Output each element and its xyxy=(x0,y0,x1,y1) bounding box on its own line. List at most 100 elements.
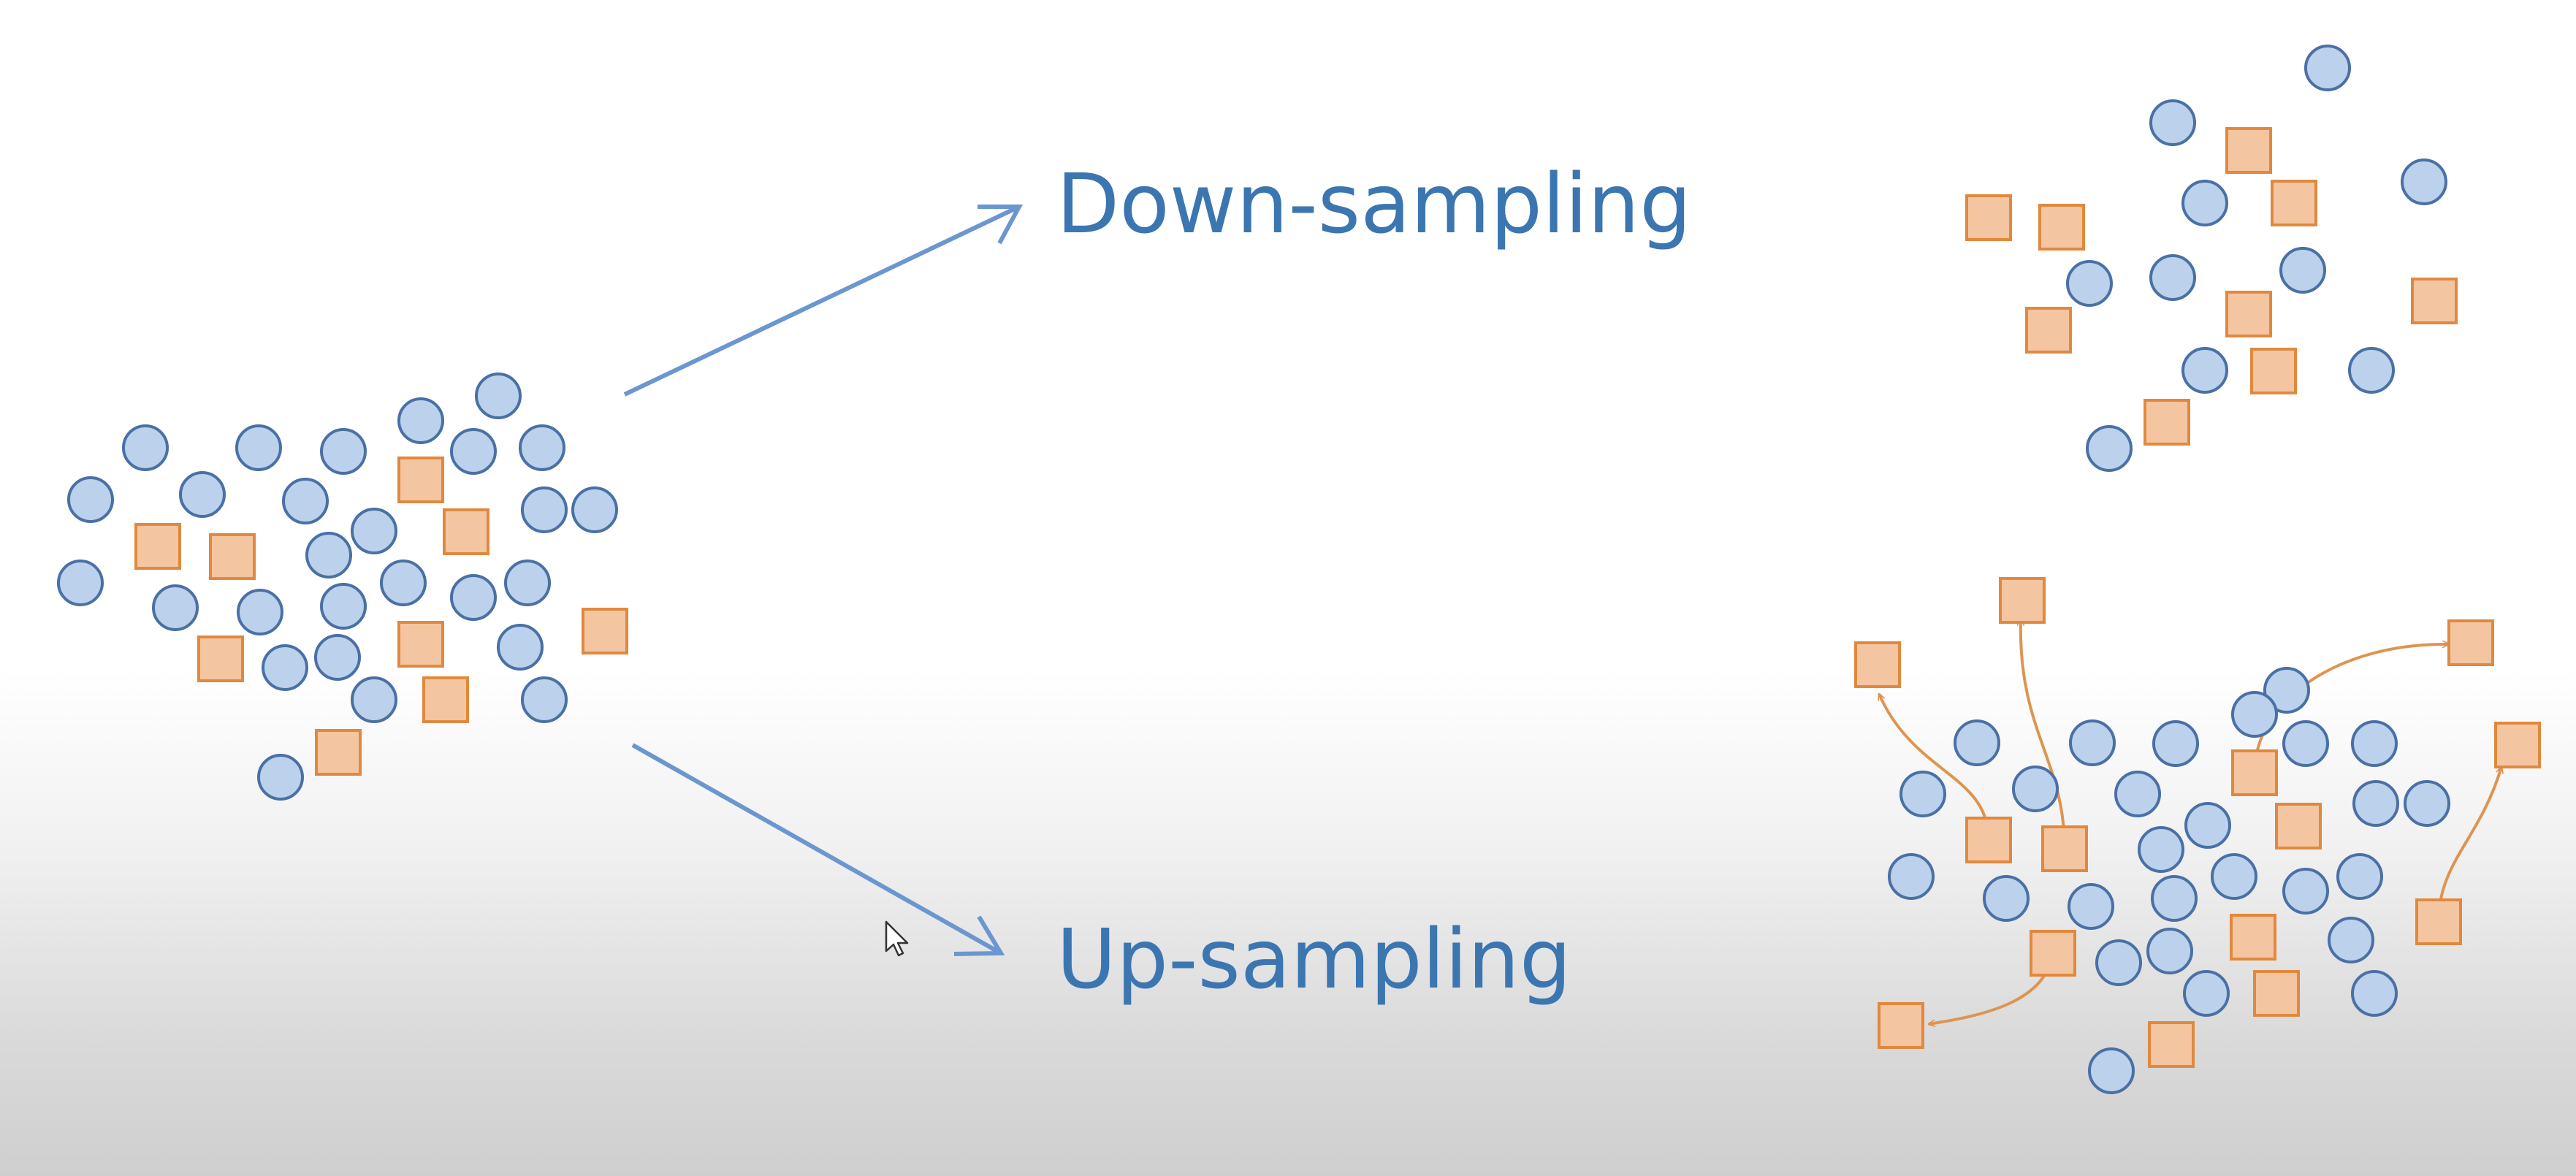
upsampled-circle xyxy=(2282,720,2329,767)
upsampled-circle xyxy=(1954,719,2000,766)
source-square xyxy=(582,608,628,654)
source-circle xyxy=(57,560,104,606)
upsampled-circle xyxy=(2095,939,2142,986)
source-circle xyxy=(351,508,397,554)
downsampled-square xyxy=(2225,127,2272,174)
upsampled-circle xyxy=(2152,720,2199,767)
upsampled-circle xyxy=(2211,853,2257,900)
upsampled-circle xyxy=(2068,883,2114,930)
source-circle xyxy=(235,424,282,471)
upsampled-circle xyxy=(2231,691,2278,738)
upsampled-square xyxy=(2275,803,2322,849)
upsampled-circle xyxy=(2012,765,2059,812)
source-circle xyxy=(450,574,497,621)
downsampled-circle xyxy=(2066,260,2113,307)
downsampled-square xyxy=(2038,204,2085,251)
downsampled-circle xyxy=(2401,159,2447,205)
source-circle xyxy=(262,644,308,691)
upsampling-arrow-head xyxy=(953,915,1005,956)
source-point-cluster xyxy=(57,373,628,801)
upsampled-circle xyxy=(1888,853,1935,900)
generation-arrow xyxy=(2021,619,2066,849)
upsampling-label: Up-sampling xyxy=(1056,912,1571,1007)
upsampled-circle xyxy=(2336,853,2383,900)
source-square xyxy=(397,457,444,503)
source-circle xyxy=(237,589,283,635)
downsampled-circle xyxy=(2279,247,2326,294)
upsampled-circle xyxy=(2351,720,2398,767)
generation-arrow xyxy=(2253,644,2449,774)
downsampled-circle xyxy=(2181,180,2228,226)
upsampled-circle xyxy=(2404,780,2450,827)
source-circle xyxy=(571,486,618,533)
source-circle xyxy=(305,532,352,579)
source-circle xyxy=(521,676,568,723)
mouse-cursor-icon xyxy=(885,920,909,957)
source-circle xyxy=(521,486,568,533)
downsampled-circle xyxy=(2304,45,2351,91)
source-square xyxy=(134,523,181,570)
upsampled-circle xyxy=(2088,1047,2135,1094)
upsampled-circle xyxy=(2069,719,2116,766)
downsampled-square xyxy=(2144,399,2190,446)
upsampled-square xyxy=(2230,914,2276,961)
upsampled-circle xyxy=(2328,917,2374,963)
downsampled-circle xyxy=(2181,347,2228,394)
source-circle xyxy=(152,584,199,631)
source-circle xyxy=(519,424,565,471)
source-circle xyxy=(351,676,397,723)
upsampled-square xyxy=(2030,930,2076,977)
upsampled-circle xyxy=(2282,868,2329,915)
upsampled-circle xyxy=(2351,970,2398,1017)
source-square xyxy=(397,621,444,668)
upsampled-circle xyxy=(2138,826,2184,873)
upsampled-square xyxy=(1878,1002,1924,1049)
source-square xyxy=(209,533,256,580)
downsampled-square xyxy=(2411,278,2458,324)
source-square xyxy=(422,676,469,723)
source-circle xyxy=(397,397,444,444)
source-circle xyxy=(320,428,367,475)
downsampled-circle xyxy=(2348,347,2395,394)
source-circle xyxy=(67,476,114,523)
downsampled-square xyxy=(2225,291,2272,337)
source-circle xyxy=(314,634,361,681)
downsampled-circle xyxy=(2086,425,2133,472)
upsampled-circle xyxy=(1983,875,2030,922)
upsampled-square xyxy=(2231,749,2278,796)
upsampled-square xyxy=(2148,1021,2195,1068)
upsampled-circle xyxy=(2114,771,2161,817)
source-circle xyxy=(475,373,522,419)
downsampling-arrow-head xyxy=(978,205,1024,245)
source-circle xyxy=(179,471,226,518)
upsampled-square xyxy=(1854,641,1901,688)
source-circle xyxy=(497,624,544,671)
upsampled-circle xyxy=(2183,970,2230,1017)
downsampling-arrow xyxy=(623,205,1019,397)
downsampled-circle xyxy=(2149,254,2196,301)
downsampling-label: Down-sampling xyxy=(1056,157,1691,252)
source-square xyxy=(443,508,489,555)
downsampled-circle xyxy=(2149,99,2196,146)
source-circle xyxy=(380,560,427,606)
downsampled-square xyxy=(2250,348,2297,394)
source-square xyxy=(315,729,362,776)
upsampled-square xyxy=(1999,577,2046,624)
upsampling-arrow xyxy=(631,743,1002,955)
upsampled-square xyxy=(2253,970,2300,1017)
upsampled-square xyxy=(2494,722,2541,768)
source-circle xyxy=(257,754,304,801)
upsampled-square xyxy=(2041,825,2088,872)
source-circle xyxy=(320,583,367,630)
source-circle xyxy=(282,478,329,524)
upsampled-square xyxy=(2415,898,2462,945)
downsampled-square xyxy=(1965,194,2012,241)
source-circle xyxy=(122,424,169,471)
upsampled-circle xyxy=(2352,780,2399,827)
source-circle xyxy=(450,428,497,475)
upsampled-square xyxy=(2447,619,2494,666)
upsampled-point-cluster xyxy=(1854,577,2541,1094)
downsampled-point-cluster xyxy=(1965,45,2458,472)
upsampled-circle xyxy=(2146,928,2193,974)
